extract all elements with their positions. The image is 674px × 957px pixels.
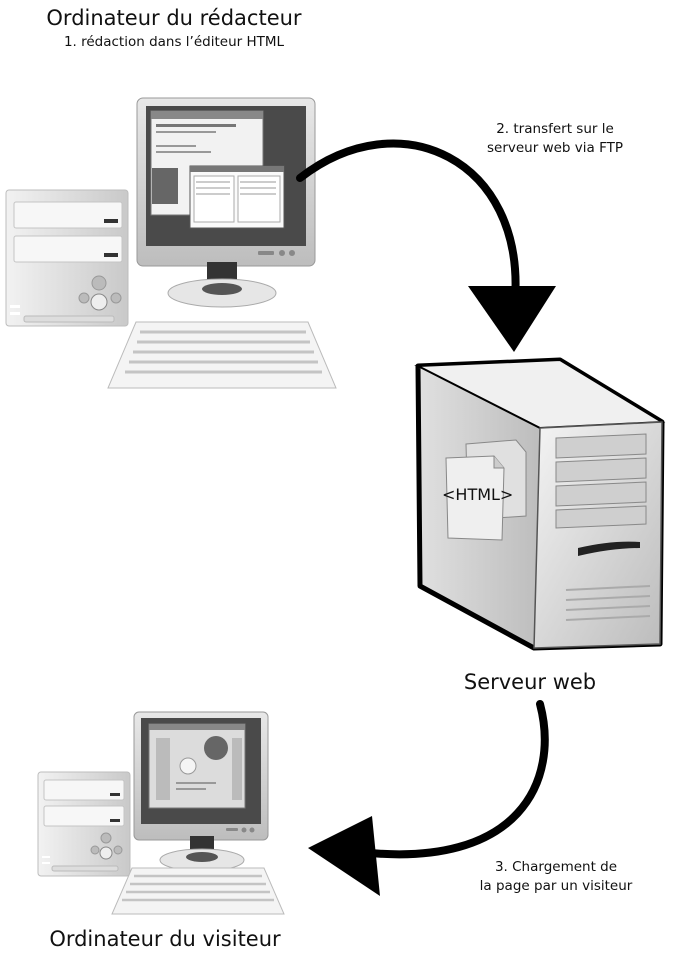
visitor-computer-title: Ordinateur du visiteur: [49, 927, 281, 951]
author-computer-icon: [5, 97, 337, 389]
author-keyboard: [107, 321, 337, 389]
transfer-arrow: [296, 139, 556, 352]
visitor-keyboard: [111, 867, 285, 915]
html-tag-label: <HTML>: [442, 485, 513, 504]
html-document-icon: <HTML>: [442, 439, 527, 541]
author-step-label: 1. rédaction dans l’éditeur HTML: [63, 34, 285, 50]
server-title: Serveur web: [463, 670, 597, 694]
author-monitor: [136, 97, 316, 308]
load-step-line-2: la page par un visiteur: [479, 877, 633, 894]
visitor-monitor: [133, 711, 269, 872]
server-tower-icon: <HTML>: [414, 357, 666, 651]
author-tower: [5, 189, 129, 327]
load-arrow: [308, 700, 549, 896]
load-step-label: 3. Chargement de la page par un visiteur: [448, 858, 664, 896]
transfer-step-line-1: 2. transfert sur le: [496, 121, 614, 137]
visitor-tower: [37, 771, 131, 877]
author-computer-title: Ordinateur du rédacteur: [46, 6, 302, 30]
transfer-step-line-2: serveur web via FTP: [486, 139, 623, 156]
load-step-line-1: 3. Chargement de: [494, 859, 618, 875]
visitor-computer-icon: [37, 711, 285, 915]
transfer-step-label: 2. transfert sur le serveur web via FTP: [460, 120, 650, 158]
